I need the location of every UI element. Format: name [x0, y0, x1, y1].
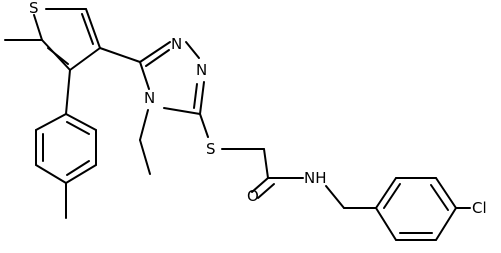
bond-lines [4, 8, 471, 241]
bond-triazole-n2-n1 [185, 41, 200, 59]
bond-thiophene-c2-c3-inner [47, 47, 69, 65]
bond-tolyl-c1-c2 [35, 113, 67, 131]
bond-tolyl-c4-c5-inner [66, 160, 90, 176]
chlorine-label: Cl [472, 199, 487, 217]
bond-thiophene-c4-c5-inner [81, 13, 94, 45]
triazole-n1-label: N [171, 35, 182, 53]
bond-tolyl-c3-c4 [35, 164, 67, 184]
bond-thiophene-tolyl [65, 69, 71, 115]
thioether-sulfur-label: S [206, 140, 216, 158]
bond-triazole-n1-c5-inner [193, 83, 198, 109]
bond-tolyl-c6-c1 [65, 113, 97, 131]
bond-tolyl-c4-c5 [65, 164, 97, 184]
thiophene-sulfur-label: S [29, 0, 39, 17]
bond-carbonyl-o-inner [257, 183, 275, 199]
bond-clph-c1-c2 [375, 177, 397, 209]
bond-n-benzyl-ch2 [325, 185, 345, 209]
bond-triazole-sulfur [199, 113, 209, 138]
bond-triazole-n4-c3 [139, 61, 150, 90]
amide-nh-label: NH [304, 169, 327, 187]
bond-clph-c1-c2-inner [383, 183, 401, 209]
bond-ethyl-2 [139, 139, 151, 175]
bond-thiophene-triazole [99, 47, 141, 63]
bond-ethyl-1 [139, 109, 149, 141]
bond-clph-c6-c1 [375, 207, 397, 241]
bond-ch2-carbonyl [263, 148, 269, 179]
bond-triazole-c3-n2 [139, 41, 171, 63]
bond-carbonyl-o [251, 177, 269, 193]
atom-labels: S N N N S O NH Cl [29, 0, 487, 217]
bond-clph-c4-c5 [435, 207, 457, 241]
bond-clph-c3-c4-inner [430, 184, 449, 211]
bond-triazole-c3-n2-inner [145, 49, 170, 67]
bond-triazole-n1-c5 [199, 81, 205, 115]
bond-thiophene-c3-c4 [69, 47, 101, 71]
bond-thiophene-s-c2 [33, 14, 43, 41]
bond-clph-c3-c4 [435, 177, 457, 209]
bond-tolyl-c6-c1-inner [66, 121, 90, 135]
bond-thiophene-c4-c5 [85, 8, 101, 49]
triazole-n4-label: N [144, 89, 155, 107]
carbonyl-oxygen-label: O [247, 187, 259, 205]
triazole-n2-label: N [196, 61, 207, 79]
bond-triazole-c5-n4 [163, 107, 201, 115]
